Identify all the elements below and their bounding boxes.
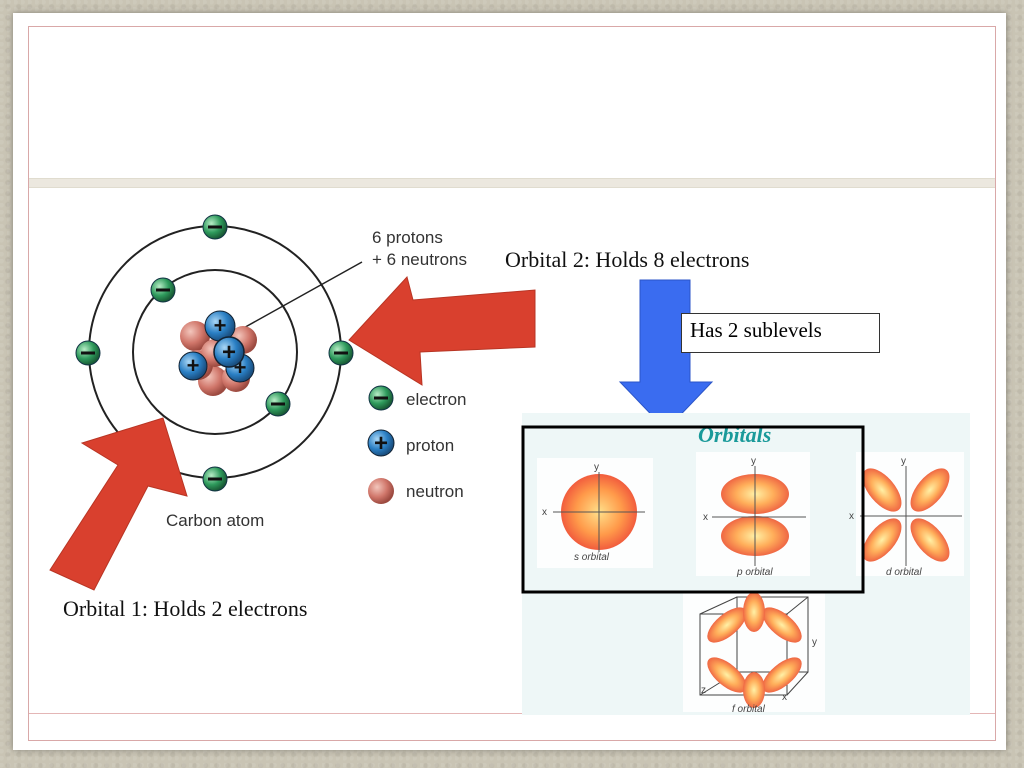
f-orbital-label: f orbital: [732, 704, 766, 715]
nucleus: + + + +: [178, 310, 257, 396]
d-axis-x: x: [849, 511, 854, 522]
f-axis-x: x: [782, 692, 787, 703]
orbitals-highlight-box: [521, 425, 865, 594]
svg-text:+: +: [374, 430, 388, 457]
s-orbital-shape: [553, 472, 645, 552]
f-axis-z: z: [701, 685, 706, 696]
electron-particle: [202, 214, 228, 240]
d-orbital-label: d orbital: [886, 567, 922, 578]
svg-text:+: +: [222, 339, 236, 366]
p-orbital-label: p orbital: [736, 567, 773, 578]
p-orbital-shape: [712, 466, 806, 566]
d-axis-y: y: [901, 456, 906, 467]
title-divider-band: [29, 178, 995, 188]
legend-electron-label: electron: [406, 390, 467, 409]
f-axis-y: y: [812, 637, 817, 648]
electron-particle: [75, 340, 101, 366]
inner-shell: [132, 269, 298, 435]
red-arrow-up: [49, 417, 188, 591]
electron-particle: [202, 466, 228, 492]
s-axis-x: x: [542, 507, 547, 518]
proton-particle: +: [213, 336, 245, 368]
electron-particle: [265, 391, 291, 417]
p-axis-x: x: [703, 512, 708, 523]
electron-particle: [150, 277, 176, 303]
carbon-atom-caption: Carbon atom: [166, 511, 265, 530]
legend-proton-icon: +: [367, 429, 395, 457]
sublevels-box: Has 2 sublevels: [681, 313, 880, 353]
s-orbital-label: s orbital: [574, 552, 610, 563]
svg-text:+: +: [187, 353, 200, 378]
nucleus-pointer-line: [239, 261, 363, 331]
footer-divider: [29, 713, 995, 714]
nucleus-label-line2: + 6 neutrons: [372, 250, 467, 269]
d-orbital-shape: [860, 466, 962, 566]
legend-electron-icon: [368, 385, 394, 411]
orbital1-caption: Orbital 1: Holds 2 electrons: [63, 596, 308, 621]
svg-text:+: +: [214, 313, 227, 338]
red-arrow-left: [348, 275, 536, 386]
s-axis-y: y: [594, 462, 599, 473]
proton-particle: +: [204, 310, 236, 342]
p-axis-y: y: [751, 456, 756, 467]
legend-neutron-icon: [368, 478, 394, 504]
slide: [13, 13, 1006, 750]
legend-proton-label: proton: [406, 436, 455, 455]
nucleus-label-line1: 6 protons: [372, 228, 443, 247]
electron-particle: [328, 340, 354, 366]
orbital2-caption: Orbital 2: Holds 8 electrons: [505, 247, 750, 272]
legend-neutron-label: neutron: [406, 482, 464, 501]
proton-particle: +: [178, 351, 208, 381]
f-orbital-shape: [699, 592, 809, 708]
